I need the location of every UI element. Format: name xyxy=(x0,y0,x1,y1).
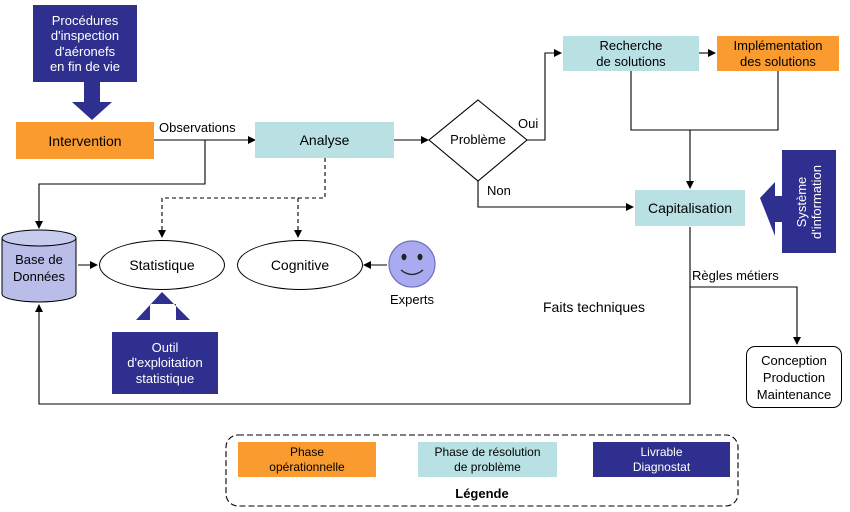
cognitive-ellipse: Cognitive xyxy=(237,240,363,290)
base-donnees-label: Base de Données xyxy=(12,252,66,284)
implementation-block: Implémentation des solutions xyxy=(717,36,839,71)
probleme-diamond xyxy=(428,99,528,182)
edge-recherche-merge xyxy=(630,71,690,131)
conception-block: Conception Production Maintenance xyxy=(746,346,842,408)
legend-frame xyxy=(225,434,739,507)
regles-metiers-label: Règles métiers xyxy=(692,268,779,283)
outil-input-arrow xyxy=(136,292,190,320)
faits-techniques-label: Faits techniques xyxy=(543,299,645,315)
edge-capitalisation-base xyxy=(35,287,691,405)
probleme-label: Problème xyxy=(450,132,506,147)
systeme-information-label: Système d'information xyxy=(794,164,824,239)
analyse-block: Analyse xyxy=(255,122,394,158)
edge-probleme-recherche xyxy=(527,49,562,141)
edge-capitalisation-conception xyxy=(689,227,801,345)
experts-icon xyxy=(388,240,436,288)
experts-label: Experts xyxy=(389,292,435,307)
intervention-block: Intervention xyxy=(16,122,154,159)
outil-block: Outil d'exploitation statistique xyxy=(112,332,218,394)
recherche-block: Recherche de solutions xyxy=(563,36,699,71)
edge-implementation-merge xyxy=(690,71,779,131)
edge-observations-base xyxy=(35,140,206,229)
systeme-input-arrow xyxy=(760,182,782,236)
procedures-block: Procédures d'inspection d'aéronefs en fi… xyxy=(33,5,137,82)
legend-title: Légende xyxy=(455,486,509,501)
observations-label: Observations xyxy=(159,120,236,135)
non-label: Non xyxy=(487,183,511,198)
statistique-ellipse: Statistique xyxy=(99,240,225,290)
legend-deliverable: Livrable Diagnostat xyxy=(593,442,730,477)
procedures-input-arrow xyxy=(72,82,112,120)
database-icon xyxy=(1,229,77,303)
systeme-information-block: Système d'information xyxy=(782,150,836,253)
legend-resolution: Phase de résolution de problème xyxy=(418,442,557,477)
capitalisation-block: Capitalisation xyxy=(635,190,745,226)
oui-label: Oui xyxy=(518,116,539,131)
legend-operational: Phase opérationnelle xyxy=(238,442,376,477)
edge-probleme-capitalisation xyxy=(477,180,634,211)
edge-analyse-statistique xyxy=(158,158,326,238)
